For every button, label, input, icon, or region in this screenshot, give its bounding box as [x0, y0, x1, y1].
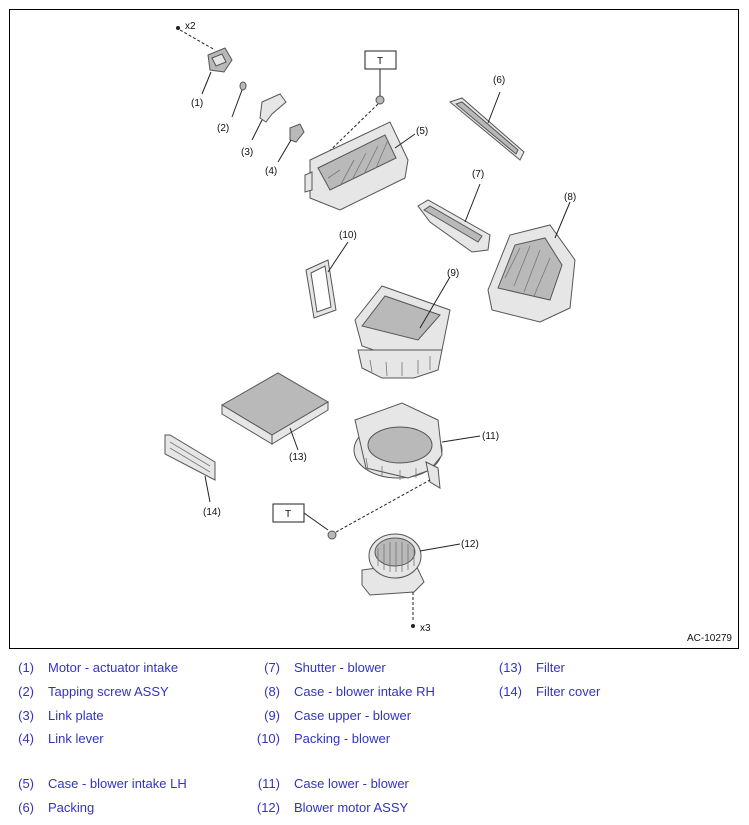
legend-item: (14)Filter cover — [498, 684, 601, 699]
blower-motor-assy-drawing: (12) x3 — [361, 533, 479, 634]
case-blower-intake-lh-drawing: (5) — [304, 121, 428, 211]
legend-item: (7)Shutter - blower — [264, 660, 386, 675]
case-lower-blower-drawing: (11) — [353, 402, 499, 489]
case-upper-blower-drawing: (9) — [354, 268, 459, 379]
callout-8: (8) — [564, 192, 576, 203]
legend-item: (8)Case - blower intake RH — [264, 684, 435, 699]
qty-mark-x2: x2 — [185, 21, 196, 32]
legend-item: (10)Packing - blower — [256, 731, 391, 746]
exploded-parts-diagram: x2 (1) (2) (3) (4) T — [9, 9, 739, 649]
callout-2: (2) — [217, 123, 229, 134]
torque-label-upper: T — [377, 56, 383, 67]
torque-mark-lower: T — [272, 479, 431, 540]
torque-mark-upper: T — [309, 50, 397, 171]
legend-item: (4)Link lever — [18, 731, 104, 746]
motor-actuator-intake-drawing: x2 (1) — [176, 21, 233, 109]
callout-9: (9) — [447, 268, 459, 279]
link-plate-drawing: (3) — [241, 93, 287, 158]
legend-item: (9)Case upper - blower — [264, 708, 412, 723]
callout-3: (3) — [241, 147, 253, 158]
legend-item: (3)Link plate — [18, 708, 104, 723]
callout-12: (12) — [461, 539, 479, 550]
parts-legend: (1)Motor - actuator intake (2)Tapping sc… — [0, 656, 749, 825]
case-blower-intake-rh-drawing: (8) — [487, 192, 576, 323]
filter-drawing: (13) — [221, 372, 329, 463]
legend-item: (1)Motor - actuator intake — [18, 660, 179, 675]
callout-4: (4) — [265, 166, 277, 177]
link-lever-drawing: (4) — [265, 123, 305, 177]
callout-6: (6) — [493, 75, 505, 86]
legend-item: (13)Filter — [498, 660, 565, 675]
legend-item: (5)Case - blower intake LH — [18, 776, 187, 791]
callout-13: (13) — [289, 452, 307, 463]
qty-mark-x3: x3 — [420, 623, 431, 634]
legend-item: (6)Packing — [18, 800, 95, 815]
diagram-canvas: x2 (1) (2) (3) (4) T — [164, 21, 576, 634]
callout-14: (14) — [203, 507, 221, 518]
torque-label-lower: T — [285, 509, 291, 520]
figure-reference-code: AC-10279 — [686, 633, 732, 644]
legend-item: (11)Case lower - blower — [257, 776, 409, 791]
legend-item: (12)Blower motor ASSY — [256, 800, 409, 815]
callout-1: (1) — [191, 98, 203, 109]
callout-11: (11) — [482, 431, 499, 442]
callout-5: (5) — [416, 126, 428, 137]
packing-drawing: (6) — [448, 75, 525, 161]
shutter-blower-drawing: (7) — [417, 169, 491, 253]
packing-blower-drawing: (10) — [305, 230, 357, 319]
filter-cover-drawing: (14) — [164, 434, 221, 518]
callout-10: (10) — [339, 230, 357, 241]
tapping-screw-drawing: (2) — [217, 81, 247, 134]
callout-7: (7) — [472, 169, 484, 180]
legend-item: (2)Tapping screw ASSY — [18, 684, 169, 699]
